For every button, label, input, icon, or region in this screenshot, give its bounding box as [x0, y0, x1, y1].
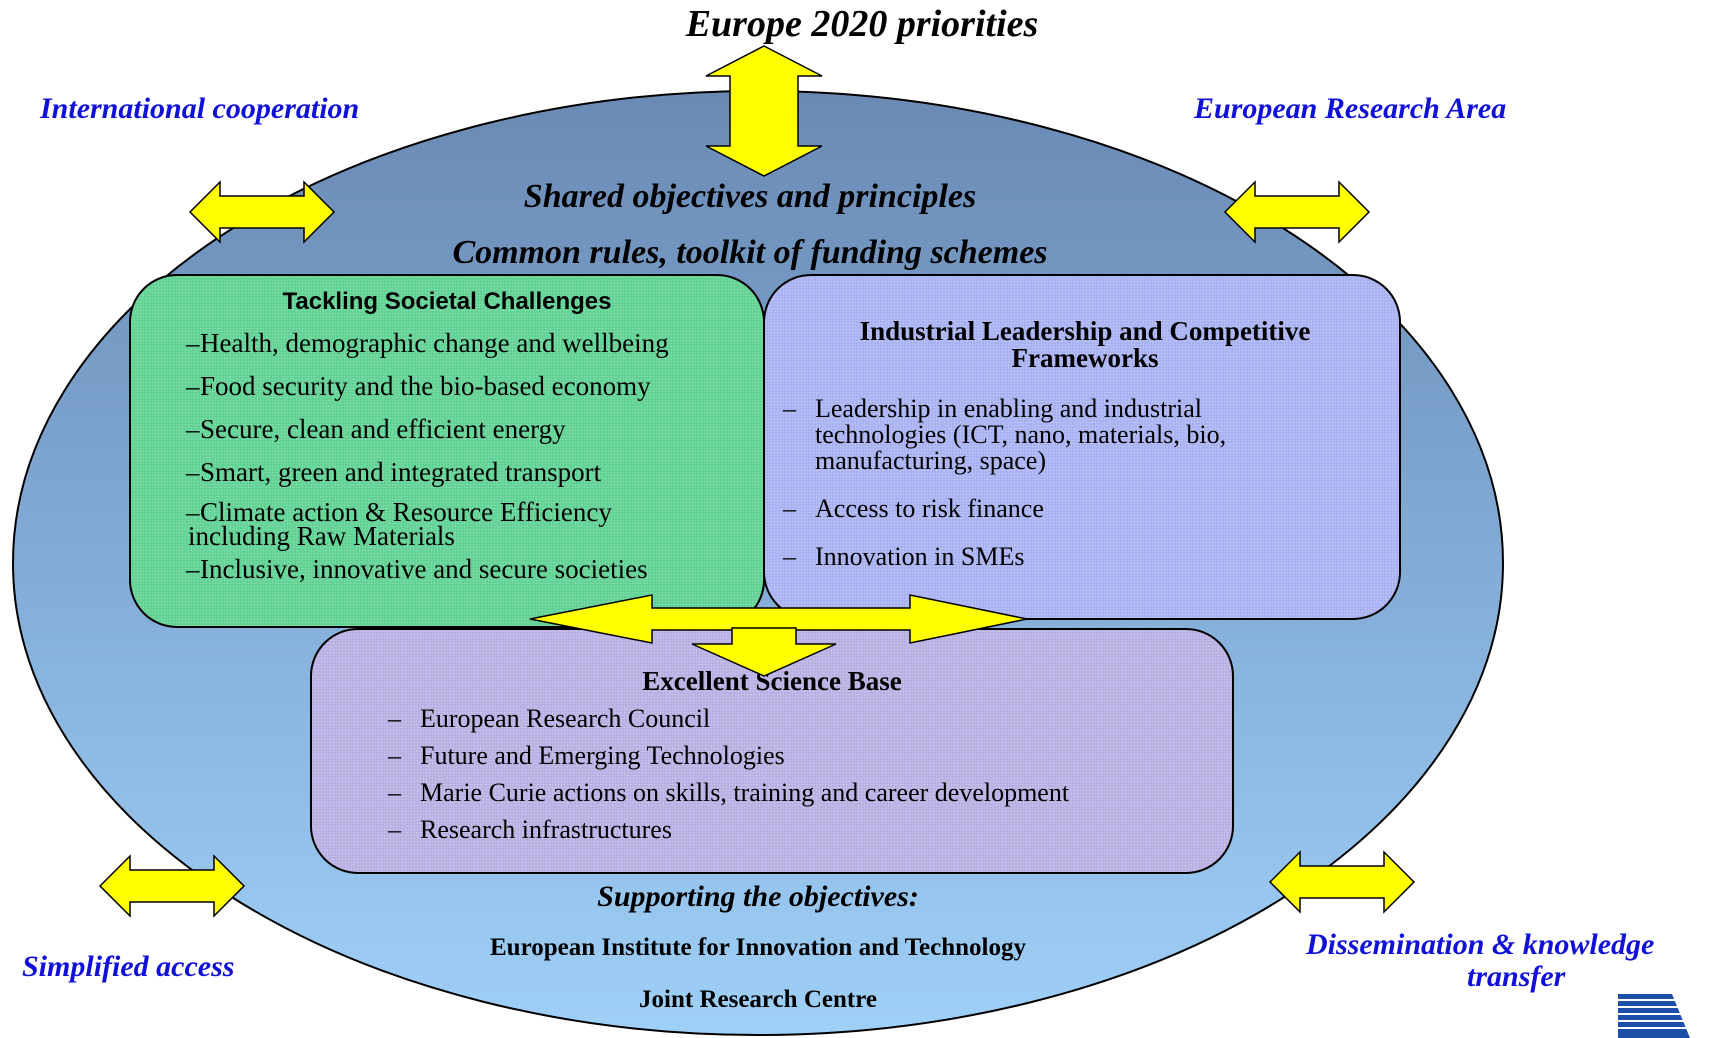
list-dash: – [388, 704, 401, 733]
jrc-text: Joint Research Centre [639, 986, 877, 1013]
industrial-leadership-box: Industrial Leadership and Competitive Fr… [763, 274, 1401, 620]
list-dash: – [783, 542, 796, 571]
eit-text: European Institute for Innovation and Te… [489, 934, 1027, 961]
list-dash: – [186, 414, 200, 444]
science-list-item: –European Research Council [388, 700, 1069, 737]
industrial-list: –Leadership in enabling and industrial t… [783, 396, 1335, 592]
list-dash: – [388, 815, 401, 844]
list-item-text: Health, demographic change and wellbeing [200, 328, 669, 358]
list-dash: – [388, 778, 401, 807]
list-item-text: European Research Council [420, 704, 711, 733]
page-title: Europe 2020 priorities [685, 3, 1039, 45]
dissemination-label-line1: Dissemination & knowledge [1306, 928, 1655, 961]
international-cooperation-label: International cooperation [40, 92, 360, 125]
list-dash: – [388, 741, 401, 770]
double-arrow-icon-middle [529, 594, 1028, 644]
european-research-area-label: European Research Area [1194, 92, 1507, 125]
science-list: –European Research Council–Future and Em… [388, 700, 1069, 848]
double-arrow-icon-top-left [188, 180, 336, 244]
science-list-item: –Research infrastructures [388, 811, 1069, 848]
list-item-text: Future and Emerging Technologies [420, 741, 785, 770]
list-item-text: Food security and the bio-based economy [200, 371, 651, 401]
industrial-list-item: –Leadership in enabling and industrial t… [783, 396, 1335, 474]
striped-logo-icon [1618, 994, 1690, 1038]
industrial-heading: Industrial Leadership and Competitive Fr… [859, 316, 1311, 373]
industrial-list-item: –Access to risk finance [783, 496, 1335, 522]
list-dash: – [186, 371, 200, 401]
societal-challenges-box: Tackling Societal Challenges –Health, de… [129, 274, 765, 628]
societal-list-item: –Inclusive, innovative and secure societ… [186, 554, 669, 597]
list-item-text: Marie Curie actions on skills, training … [420, 778, 1070, 807]
double-arrow-icon-top [705, 45, 823, 177]
double-arrow-icon-top-right [1223, 180, 1371, 244]
list-dash: – [186, 497, 200, 527]
list-dash: – [186, 554, 200, 584]
list-dash: – [783, 394, 796, 423]
down-arrow-icon [691, 627, 837, 677]
societal-heading: Tackling Societal Challenges [282, 288, 612, 315]
list-item-text: Access to risk finance [815, 494, 1044, 523]
societal-list-item: –Food security and the bio-based economy [186, 371, 669, 414]
list-item-text: Climate action & Resource Efficiency [200, 497, 612, 527]
double-arrow-icon-bottom-right [1268, 850, 1416, 914]
double-arrow-icon-bottom-left [98, 854, 246, 918]
list-item-text: Smart, green and integrated transport [200, 457, 602, 487]
list-dash: – [783, 494, 796, 523]
list-item-text: Inclusive, innovative and secure societi… [200, 554, 648, 584]
list-dash: – [186, 457, 200, 487]
simplified-access-label: Simplified access [22, 950, 235, 983]
list-item-text: Secure, clean and efficient energy [200, 414, 566, 444]
supporting-objectives-heading: Supporting the objectives: [597, 880, 919, 913]
common-rules-text: Common rules, toolkit of funding schemes [452, 234, 1048, 271]
list-item-text: Innovation in SMEs [815, 542, 1025, 571]
list-item-text: Research infrastructures [420, 815, 672, 844]
societal-list-item: –Smart, green and integrated transport [186, 457, 669, 500]
list-item-text: Leadership in enabling and industrial te… [815, 394, 1227, 475]
list-dash: – [186, 328, 200, 358]
dissemination-label-line2: transfer [1467, 960, 1566, 993]
science-list-item: –Marie Curie actions on skills, training… [388, 774, 1069, 811]
science-list-item: –Future and Emerging Technologies [388, 737, 1069, 774]
list-item-text-continuation: including Raw Materials [188, 521, 455, 551]
societal-list-item: –Health, demographic change and wellbein… [186, 328, 669, 371]
societal-list: –Health, demographic change and wellbein… [186, 328, 669, 597]
shared-objectives-text: Shared objectives and principles [523, 178, 977, 215]
industrial-list-item: –Innovation in SMEs [783, 544, 1335, 570]
societal-list-item: –Secure, clean and efficient energy [186, 414, 669, 457]
